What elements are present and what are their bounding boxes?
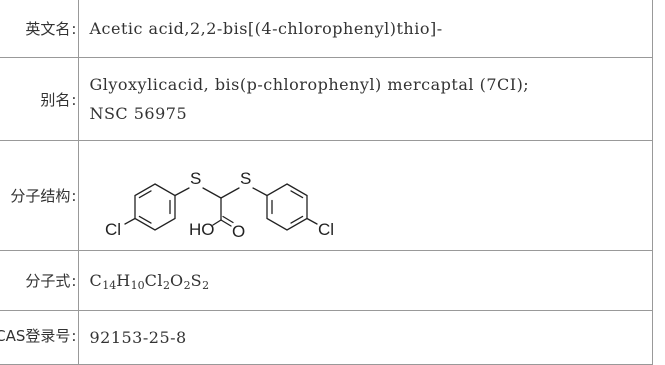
label-colon: : — [71, 187, 77, 205]
synonym-line-1: Glyoxylicacid, bis(p-chlorophenyl) merca… — [89, 75, 530, 94]
label-colon: : — [71, 90, 77, 109]
label-colon: : — [71, 272, 77, 290]
formula-count-h: 10 — [130, 279, 145, 292]
value-formula: C14H10Cl2O2S2 — [78, 250, 653, 311]
atom-chlorine-right: Cl — [318, 220, 334, 239]
row-synonyms: 别名: Glyoxylicacid, bis(p-chlorophenyl) m… — [0, 57, 653, 141]
row-formula: 分子式: C14H10Cl2O2S2 — [0, 250, 653, 311]
value-english-name: Acetic acid,2,2-bis[(4-chlorophenyl)thio… — [78, 0, 653, 58]
label-colon: : — [71, 327, 77, 345]
synonym-line-2: NSC 56975 — [89, 104, 188, 123]
atom-carbonyl-oxygen: O — [232, 222, 245, 241]
right-benzene-ring — [266, 182, 309, 231]
label-cas: CAS登录号: — [0, 310, 80, 365]
formula-count-cl: 2 — [163, 279, 171, 292]
label-colon: : — [71, 19, 77, 38]
left-benzene-ring — [134, 182, 177, 231]
atom-hydroxyl: HO — [189, 220, 215, 239]
row-structure: 分子结构: — [0, 140, 653, 251]
row-cas: CAS登录号: 92153-25-8 — [0, 310, 653, 365]
label-synonyms: 别名: — [0, 57, 80, 141]
formula-element-o: O — [170, 271, 184, 290]
label-structure: 分子结构: — [0, 140, 80, 251]
label-formula: 分子式: — [0, 250, 80, 311]
atom-chlorine-left: Cl — [105, 220, 121, 239]
label-english-name: 英文名: — [0, 0, 80, 58]
row-english-name: 英文名: Acetic acid,2,2-bis[(4-chlorophenyl… — [0, 0, 653, 58]
value-cas: 92153-25-8 — [78, 310, 653, 365]
structure-cell: S S Cl Cl HO O — [78, 140, 653, 251]
formula-element-s: S — [190, 271, 203, 290]
atom-sulfur-left: S — [190, 169, 201, 188]
formula-count-s: 2 — [202, 279, 210, 292]
formula-count-c: 14 — [102, 279, 117, 292]
molecule-structure-image: S S Cl Cl HO O — [105, 169, 334, 241]
formula-element-c: C — [89, 271, 103, 290]
formula-element-h: H — [116, 271, 131, 290]
atom-sulfur-right: S — [240, 169, 251, 188]
formula-element-cl: Cl — [144, 271, 164, 290]
formula-count-o: 2 — [183, 279, 191, 292]
value-synonyms: Glyoxylicacid, bis(p-chlorophenyl) merca… — [78, 57, 653, 141]
